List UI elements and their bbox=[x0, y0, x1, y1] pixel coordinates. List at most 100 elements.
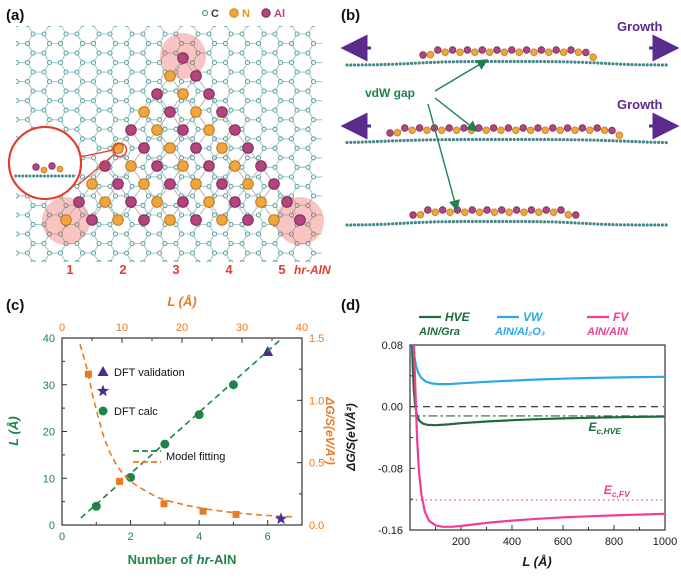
panel-a-drawing bbox=[8, 8, 324, 262]
right-axis-title: ΔG/S(eV/Å²) bbox=[323, 396, 335, 464]
fit-dashed-line bbox=[80, 339, 281, 519]
unit-number-5: 5 bbox=[278, 262, 285, 277]
tick-label: 4 bbox=[196, 531, 202, 543]
panel-a-label: (a) bbox=[6, 7, 24, 24]
tick-label: 40 bbox=[43, 333, 55, 345]
plot-frame bbox=[409, 344, 666, 531]
tick-label: -0.08 bbox=[378, 463, 403, 475]
vdw-gap-label: vdW gap bbox=[365, 86, 415, 100]
tick-label: -0.16 bbox=[378, 525, 403, 537]
atom-legend bbox=[201, 8, 271, 18]
d-legend-3-line2: AlN/AlN bbox=[586, 326, 629, 338]
curve bbox=[412, 345, 665, 528]
tick-label: 0.00 bbox=[382, 402, 403, 414]
magnifier-connectors bbox=[77, 142, 128, 186]
d-x-axis-title: L (Å) bbox=[522, 554, 551, 569]
legend-label: Model fitting bbox=[166, 451, 225, 463]
tick-label: 40 bbox=[296, 322, 308, 334]
marker-star bbox=[96, 384, 110, 397]
d-legend-3-line1: FV bbox=[613, 310, 629, 324]
tick-label: 800 bbox=[605, 536, 623, 548]
d-legend-2-line1: VW bbox=[523, 310, 544, 324]
vdw-gap-arrow bbox=[427, 103, 460, 212]
magnifier-target bbox=[112, 142, 128, 158]
atom-legend-dot bbox=[201, 9, 209, 17]
marker-circle bbox=[194, 410, 204, 420]
marker-square bbox=[116, 477, 124, 485]
tick-label: 0 bbox=[49, 520, 55, 532]
panel-c-label: (c) bbox=[6, 297, 24, 314]
tick-label: 0 bbox=[59, 322, 65, 334]
growth-label-1: Growth bbox=[617, 19, 663, 34]
tick-label: 20 bbox=[176, 322, 188, 334]
curve bbox=[412, 345, 665, 386]
legend-label: DFT calc bbox=[114, 406, 158, 418]
tick-label: 1000 bbox=[653, 536, 677, 548]
tick-label: 30 bbox=[43, 380, 55, 392]
marker-square bbox=[160, 500, 168, 508]
marker-circle bbox=[160, 439, 170, 449]
ref-line-label: Ec,FV bbox=[604, 483, 631, 499]
unit-number-2: 2 bbox=[119, 262, 126, 277]
atom-legend-label-n: N bbox=[242, 8, 250, 20]
marker-circle bbox=[91, 501, 101, 511]
panel-d-label: (d) bbox=[341, 297, 360, 314]
d-y-axis-title: ΔG/S(eV/Å²) bbox=[344, 403, 358, 471]
tick-label: 1.0 bbox=[309, 395, 324, 407]
tick-label: 10 bbox=[43, 473, 55, 485]
marker-square bbox=[232, 510, 240, 518]
vdw-gap-arrow bbox=[434, 59, 489, 92]
fit-dashed-curve bbox=[79, 343, 297, 518]
tick-label: 2 bbox=[128, 531, 134, 543]
tick-label: 10 bbox=[116, 322, 128, 334]
curve bbox=[410, 345, 665, 427]
d-legend-2-line2: AlN/Al₂O₃ bbox=[494, 326, 545, 338]
panel-b-drawing bbox=[340, 34, 680, 227]
tick-label: 6 bbox=[265, 531, 271, 543]
panel-a: (a) C N Al 1 2 3 4 5 hr-AlN bbox=[6, 7, 331, 277]
ref-line-label: Ec,HVE bbox=[589, 420, 622, 436]
marker-square bbox=[199, 507, 207, 515]
unit-numbers: 1 2 3 4 5 bbox=[66, 262, 285, 277]
unit-number-1: 1 bbox=[66, 262, 73, 277]
aln-structure-1 bbox=[345, 46, 668, 67]
tick-label: 600 bbox=[554, 536, 572, 548]
atom-legend-dot bbox=[229, 8, 239, 18]
tick-label: 20 bbox=[43, 427, 55, 439]
tick-label: 30 bbox=[236, 322, 248, 334]
tick-label: 400 bbox=[503, 536, 521, 548]
left-axis-title: L (Å) bbox=[6, 416, 21, 445]
unit-number-4: 4 bbox=[225, 262, 233, 277]
atom-legend-dot bbox=[261, 8, 271, 18]
atom-legend-label-c: C bbox=[211, 8, 219, 20]
aln-structure-2 bbox=[345, 124, 668, 145]
growth-label-2: Growth bbox=[617, 97, 663, 112]
aln-structure-3 bbox=[345, 206, 668, 227]
d-legend-1-line2: AlN/Gra bbox=[418, 326, 460, 338]
panel-d-plot: 200 400 600 800 1000 0.08 0.00 -0.08 -0.16 Ec,HVE… bbox=[378, 315, 677, 548]
panel-d: 200 400 600 800 1000 0.08 0.00 -0.08 -0.16 Ec,HVE… bbox=[341, 297, 677, 569]
tick-label: 0.08 bbox=[382, 340, 403, 352]
marker-triangle bbox=[97, 366, 109, 376]
d-legend-1-line1: HVE bbox=[445, 310, 471, 324]
legend-label: DFT validation bbox=[114, 367, 185, 379]
tick-label: 0.0 bbox=[309, 520, 324, 532]
graphene-lattice bbox=[16, 26, 322, 262]
vdw-gap-arrow bbox=[434, 97, 479, 132]
magnifier-inset bbox=[8, 126, 82, 200]
panel-b: (b) Growth Growth vdW gap bbox=[340, 7, 680, 227]
tick-label: 1.5 bbox=[309, 333, 324, 345]
atom-legend-label-al: Al bbox=[274, 8, 285, 20]
marker-star bbox=[274, 512, 288, 525]
tick-label: 0.5 bbox=[309, 458, 324, 470]
tick-label: 0 bbox=[59, 531, 65, 543]
tick-label: 200 bbox=[452, 536, 470, 548]
curves bbox=[410, 345, 665, 528]
top-axis-title: L (Å) bbox=[167, 294, 196, 309]
panel-b-label: (b) bbox=[341, 7, 360, 24]
unit-number-3: 3 bbox=[172, 262, 179, 277]
